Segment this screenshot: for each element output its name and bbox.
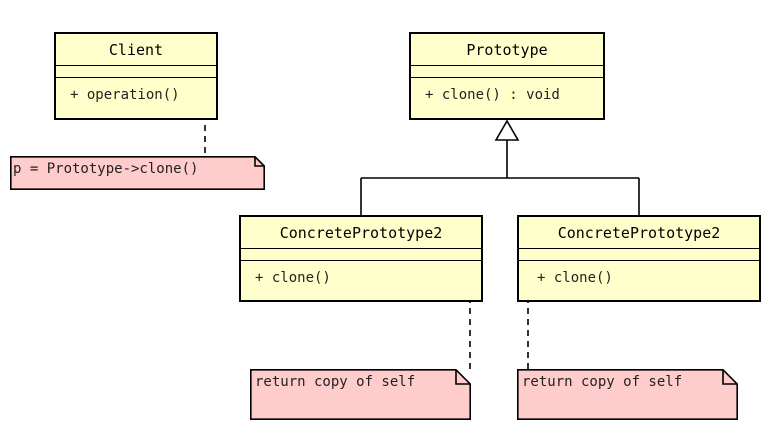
client-attributes-compartment — [56, 66, 216, 78]
note-shape — [250, 369, 471, 420]
client-note-text: p = Prototype->clone() — [13, 161, 199, 177]
prototype-operation: + clone() : void — [425, 87, 560, 103]
concrete-prototype-right-name: ConcretePrototype2 — [519, 217, 759, 249]
concrete-left-note-text: return copy of self — [255, 374, 416, 390]
client-class-name: Client — [56, 34, 216, 66]
concrete-right-note-text: return copy of self — [522, 374, 683, 390]
concrete-prototype-left-operation: + clone() — [255, 270, 331, 286]
note-shape — [517, 369, 738, 420]
concrete-left-note[interactable]: return copy of self — [250, 369, 471, 420]
prototype-class[interactable]: Prototype + clone() : void — [409, 32, 605, 120]
generalization-arrowhead — [494, 119, 520, 141]
client-class[interactable]: Client + operation() — [54, 32, 218, 120]
concrete-prototype-left-class[interactable]: ConcretePrototype2 + clone() — [239, 215, 483, 302]
concrete-prototype-right-operation: + clone() — [537, 270, 613, 286]
concrete-prototype-right-class[interactable]: ConcretePrototype2 + clone() — [517, 215, 761, 302]
prototype-attributes-compartment — [411, 66, 603, 78]
client-operation: + operation() — [70, 87, 180, 103]
note-shape — [10, 156, 265, 190]
concrete-prototype-left-name: ConcretePrototype2 — [241, 217, 481, 249]
concrete-right-note[interactable]: return copy of self — [517, 369, 738, 420]
client-note[interactable]: p = Prototype->clone() — [10, 156, 265, 190]
prototype-class-name: Prototype — [411, 34, 603, 66]
concrete-prototype-left-attributes — [241, 249, 481, 261]
concrete-prototype-right-attributes — [519, 249, 759, 261]
